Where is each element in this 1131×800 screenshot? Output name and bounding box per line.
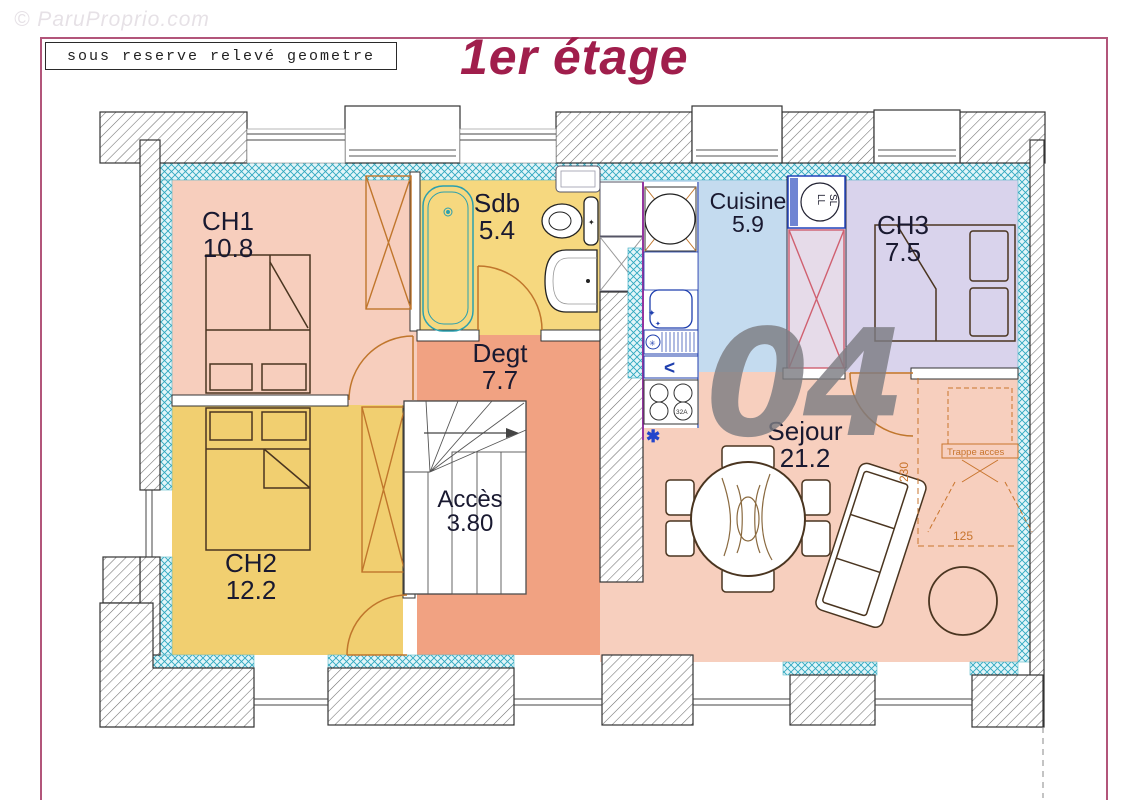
room-label-ch2: CH2 12.2	[224, 548, 278, 605]
svg-text:✦: ✦	[588, 218, 595, 227]
stairs-direction-arrow	[506, 428, 519, 438]
trappe-annotation: Trappe acces 230 125	[897, 378, 1033, 547]
toilet-icon: ✦	[541, 196, 599, 246]
svg-text:SL: SL	[827, 194, 838, 207]
svg-text:✦: ✦	[655, 320, 661, 328]
central-wall	[555, 165, 644, 583]
dishwasher-icon: <	[643, 355, 699, 379]
bed-icon	[205, 407, 311, 551]
wardrobe-icon	[788, 229, 845, 369]
svg-text:✦: ✦	[648, 308, 656, 318]
water-heater-icon	[644, 186, 697, 252]
room-label-degt: Degt 7.7	[472, 338, 528, 395]
room-floor-ch1	[172, 180, 417, 405]
cooktop-icon: 32A	[643, 379, 699, 425]
window	[459, 128, 557, 164]
wall-pier	[102, 556, 141, 604]
washbasin-icon	[544, 249, 598, 313]
wardrobe-icon	[365, 175, 412, 310]
sink-icon: ✦ ✦	[643, 251, 699, 329]
freezer-symbol-icon: ✱	[646, 427, 660, 446]
door-ch3	[849, 372, 914, 437]
side-table-icon	[928, 566, 998, 636]
door-arcs	[346, 265, 914, 656]
surveyor-disclaimer: sous reserve relevé geometre	[45, 42, 397, 70]
unit-number-watermark: 04	[706, 298, 906, 470]
svg-text:LL: LL	[815, 194, 826, 206]
room-label-sejour: Sejour 21.2	[767, 416, 843, 473]
svg-text:<: <	[664, 358, 675, 379]
room-label-ch1: CH1 10.8	[201, 206, 255, 263]
window-bay	[691, 105, 783, 164]
site-watermark: © ParuProprio.com	[14, 8, 210, 31]
svg-text:125: 125	[953, 529, 973, 543]
door-ch1	[348, 335, 414, 401]
duct	[599, 181, 644, 237]
window-bay	[344, 105, 461, 164]
wall-corner	[99, 602, 255, 728]
window	[246, 128, 346, 164]
svg-text:✳: ✳	[649, 339, 656, 348]
wall-pier	[555, 111, 693, 164]
bed-icon	[205, 254, 311, 394]
window-bay	[873, 109, 961, 164]
bathtub-icon	[422, 185, 474, 332]
kitchen-units: ✦ ✦ ✳ < 32A ✱	[642, 182, 699, 446]
svg-text:32A: 32A	[676, 409, 688, 416]
sofa-icon	[815, 462, 927, 629]
svg-text:Trappe acces: Trappe acces	[947, 447, 1004, 458]
room-label-ch3: CH3 7.5	[876, 210, 930, 267]
stairs-icon	[403, 400, 527, 595]
washer-dryer-icon: LL SL	[787, 175, 846, 229]
room-label-cuisine: Cuisine 5.9	[709, 188, 787, 238]
dining-table-icon	[665, 445, 831, 593]
window-sill	[555, 165, 601, 193]
wall-corner	[971, 674, 1044, 728]
bed-icon	[874, 224, 1016, 342]
svg-text:230: 230	[897, 462, 911, 482]
room-label-sdb: Sdb 5.4	[473, 188, 521, 245]
door-sdb	[477, 265, 543, 331]
wall-pier	[99, 111, 248, 164]
drainer-icon: ✳	[643, 329, 699, 355]
door-ch2	[346, 594, 408, 656]
room-label-acces: Accès 3.80	[437, 486, 503, 538]
wall-pier	[781, 111, 875, 164]
page-title: 1er étage	[460, 29, 689, 85]
